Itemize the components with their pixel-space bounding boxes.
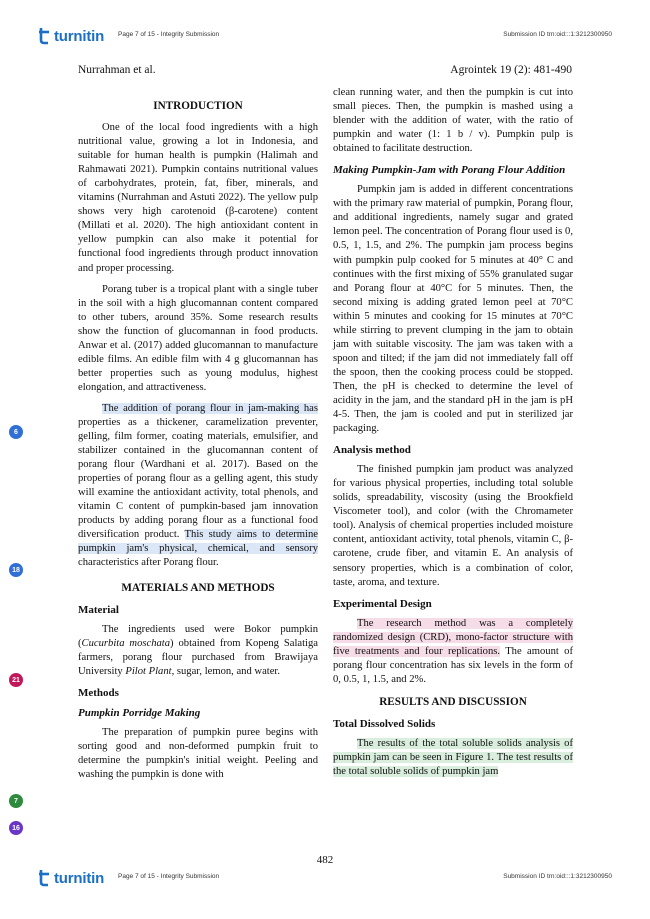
match-highlight[interactable]: The addition of porang flour in jam-maki… (102, 402, 318, 414)
intro-paragraph-1: One of the local food ingredients with a… (78, 122, 318, 274)
submission-id: Submission ID trn:oid:::1:3212300950 (503, 873, 612, 880)
bottom-toolbar: turnitin Page 7 of 15 - Integrity Submis… (0, 864, 650, 894)
intro-paragraph-3: The addition of porang flour in jam-maki… (78, 402, 318, 569)
left-column: INTRODUCTION One of the local food ingre… (78, 97, 318, 789)
page-number: 482 (316, 854, 334, 866)
right-column: clean running water, and then the pumpki… (333, 86, 573, 786)
porridge-heading: Pumpkin Porridge Making (78, 706, 201, 719)
turnitin-logo[interactable]: turnitin (38, 25, 104, 47)
porridge-paragraph: The preparation of pumpkin puree begins … (78, 726, 318, 781)
match-badge-21[interactable]: 21 (9, 673, 23, 687)
material-paragraph: The ingredients used were Bokor pumpkin … (78, 623, 318, 677)
page-indicator: Page 7 of 15 - Integrity Submission (118, 873, 220, 880)
introduction-heading: INTRODUCTION (153, 100, 243, 112)
match-badge-16[interactable]: 16 (9, 821, 23, 835)
material-heading: Material (78, 603, 119, 616)
page-indicator: Page 7 of 15 - Integrity Submission (118, 31, 220, 38)
jam-paragraph: Pumpkin jam is added in different concen… (333, 184, 573, 435)
intro-paragraph-2: Porang tuber is a tropical plant with a … (78, 283, 318, 393)
match-badge-6[interactable]: 6 (9, 425, 23, 439)
design-heading: Experimental Design (333, 597, 432, 610)
methods-heading: Methods (78, 686, 119, 699)
analysis-heading: Analysis method (333, 444, 411, 457)
match-badge-7[interactable]: 7 (9, 794, 23, 808)
turnitin-logo[interactable]: turnitin (38, 867, 104, 889)
turnitin-logo-icon (38, 26, 52, 46)
submission-id: Submission ID trn:oid:::1:3212300950 (503, 31, 612, 38)
tds-paragraph: The results of the total soluble solids … (333, 737, 573, 779)
running-head-authors: Nurrahman et al. (78, 64, 156, 76)
turnitin-logo-text: turnitin (54, 869, 105, 887)
running-head-journal: Agrointek 19 (2): 481-490 (450, 64, 572, 76)
running-head: Nurrahman et al. Agrointek 19 (2): 481-4… (78, 64, 572, 80)
jam-heading: Making Pumpkin-Jam with Porang Flour Add… (333, 164, 566, 177)
turnitin-logo-icon (38, 868, 52, 888)
materials-methods-heading: MATERIALS AND METHODS (121, 581, 275, 594)
tds-heading: Total Dissolved Solids (333, 717, 436, 730)
results-heading: RESULTS AND DISCUSSION (379, 695, 527, 708)
design-paragraph: The research method was a completely ran… (333, 617, 574, 685)
porridge-continued: clean running water, and then the pumpki… (333, 87, 573, 155)
top-toolbar: turnitin Page 7 of 15 - Integrity Submis… (0, 22, 650, 52)
analysis-paragraph: The finished pumpkin jam product was ana… (333, 464, 573, 588)
match-badge-18[interactable]: 18 (9, 563, 23, 577)
match-highlight[interactable]: The results of the total soluble solids … (333, 737, 573, 778)
turnitin-logo-text: turnitin (54, 27, 105, 45)
